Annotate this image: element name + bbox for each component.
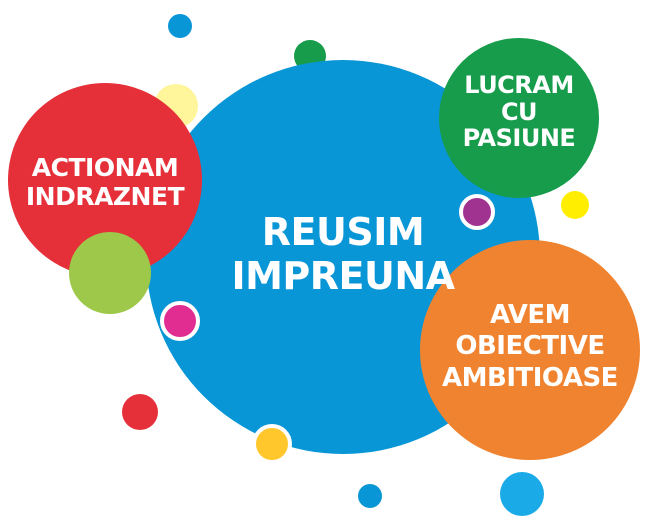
dot-red-bottom (122, 394, 158, 430)
center-label: REUSIM IMPREUNA (203, 200, 483, 310)
dot-blue-bottom (358, 484, 382, 508)
dot-magenta (160, 301, 200, 341)
center-label-line-2: IMPREUNA (231, 254, 455, 298)
avem-label: AVEM OBIECTIVE AMBITIOASE (440, 290, 620, 404)
lucram-label-line-3: PASIUNE (462, 124, 576, 153)
actionam-label-line-2: INDRAZNET (25, 182, 185, 211)
dot-blue-top (168, 14, 192, 38)
dot-lime-green (69, 232, 151, 314)
avem-label-line-1: AVEM (489, 300, 571, 331)
avem-label-line-3: AMBITIOASE (442, 362, 618, 393)
lucram-circle (439, 38, 599, 198)
center-label-line-1: REUSIM (261, 210, 425, 255)
actionam-circle (8, 83, 202, 277)
actionam-label: ACTIONAM INDRAZNET (15, 148, 195, 218)
avem-circle (420, 240, 640, 460)
dot-purple (459, 194, 495, 230)
avem-label-line-2: OBIECTIVE (455, 331, 605, 362)
lucram-label-line-1: LUCRAM (464, 71, 574, 100)
lucram-label: LUCRAM CU PASIUNE (449, 62, 589, 162)
actionam-label-line-1: ACTIONAM (31, 153, 179, 183)
dot-gold (252, 424, 292, 464)
dot-yellow-right (561, 191, 589, 219)
dot-light-blue-bottom (500, 472, 544, 516)
lucram-label-line-2: CU (500, 97, 538, 126)
